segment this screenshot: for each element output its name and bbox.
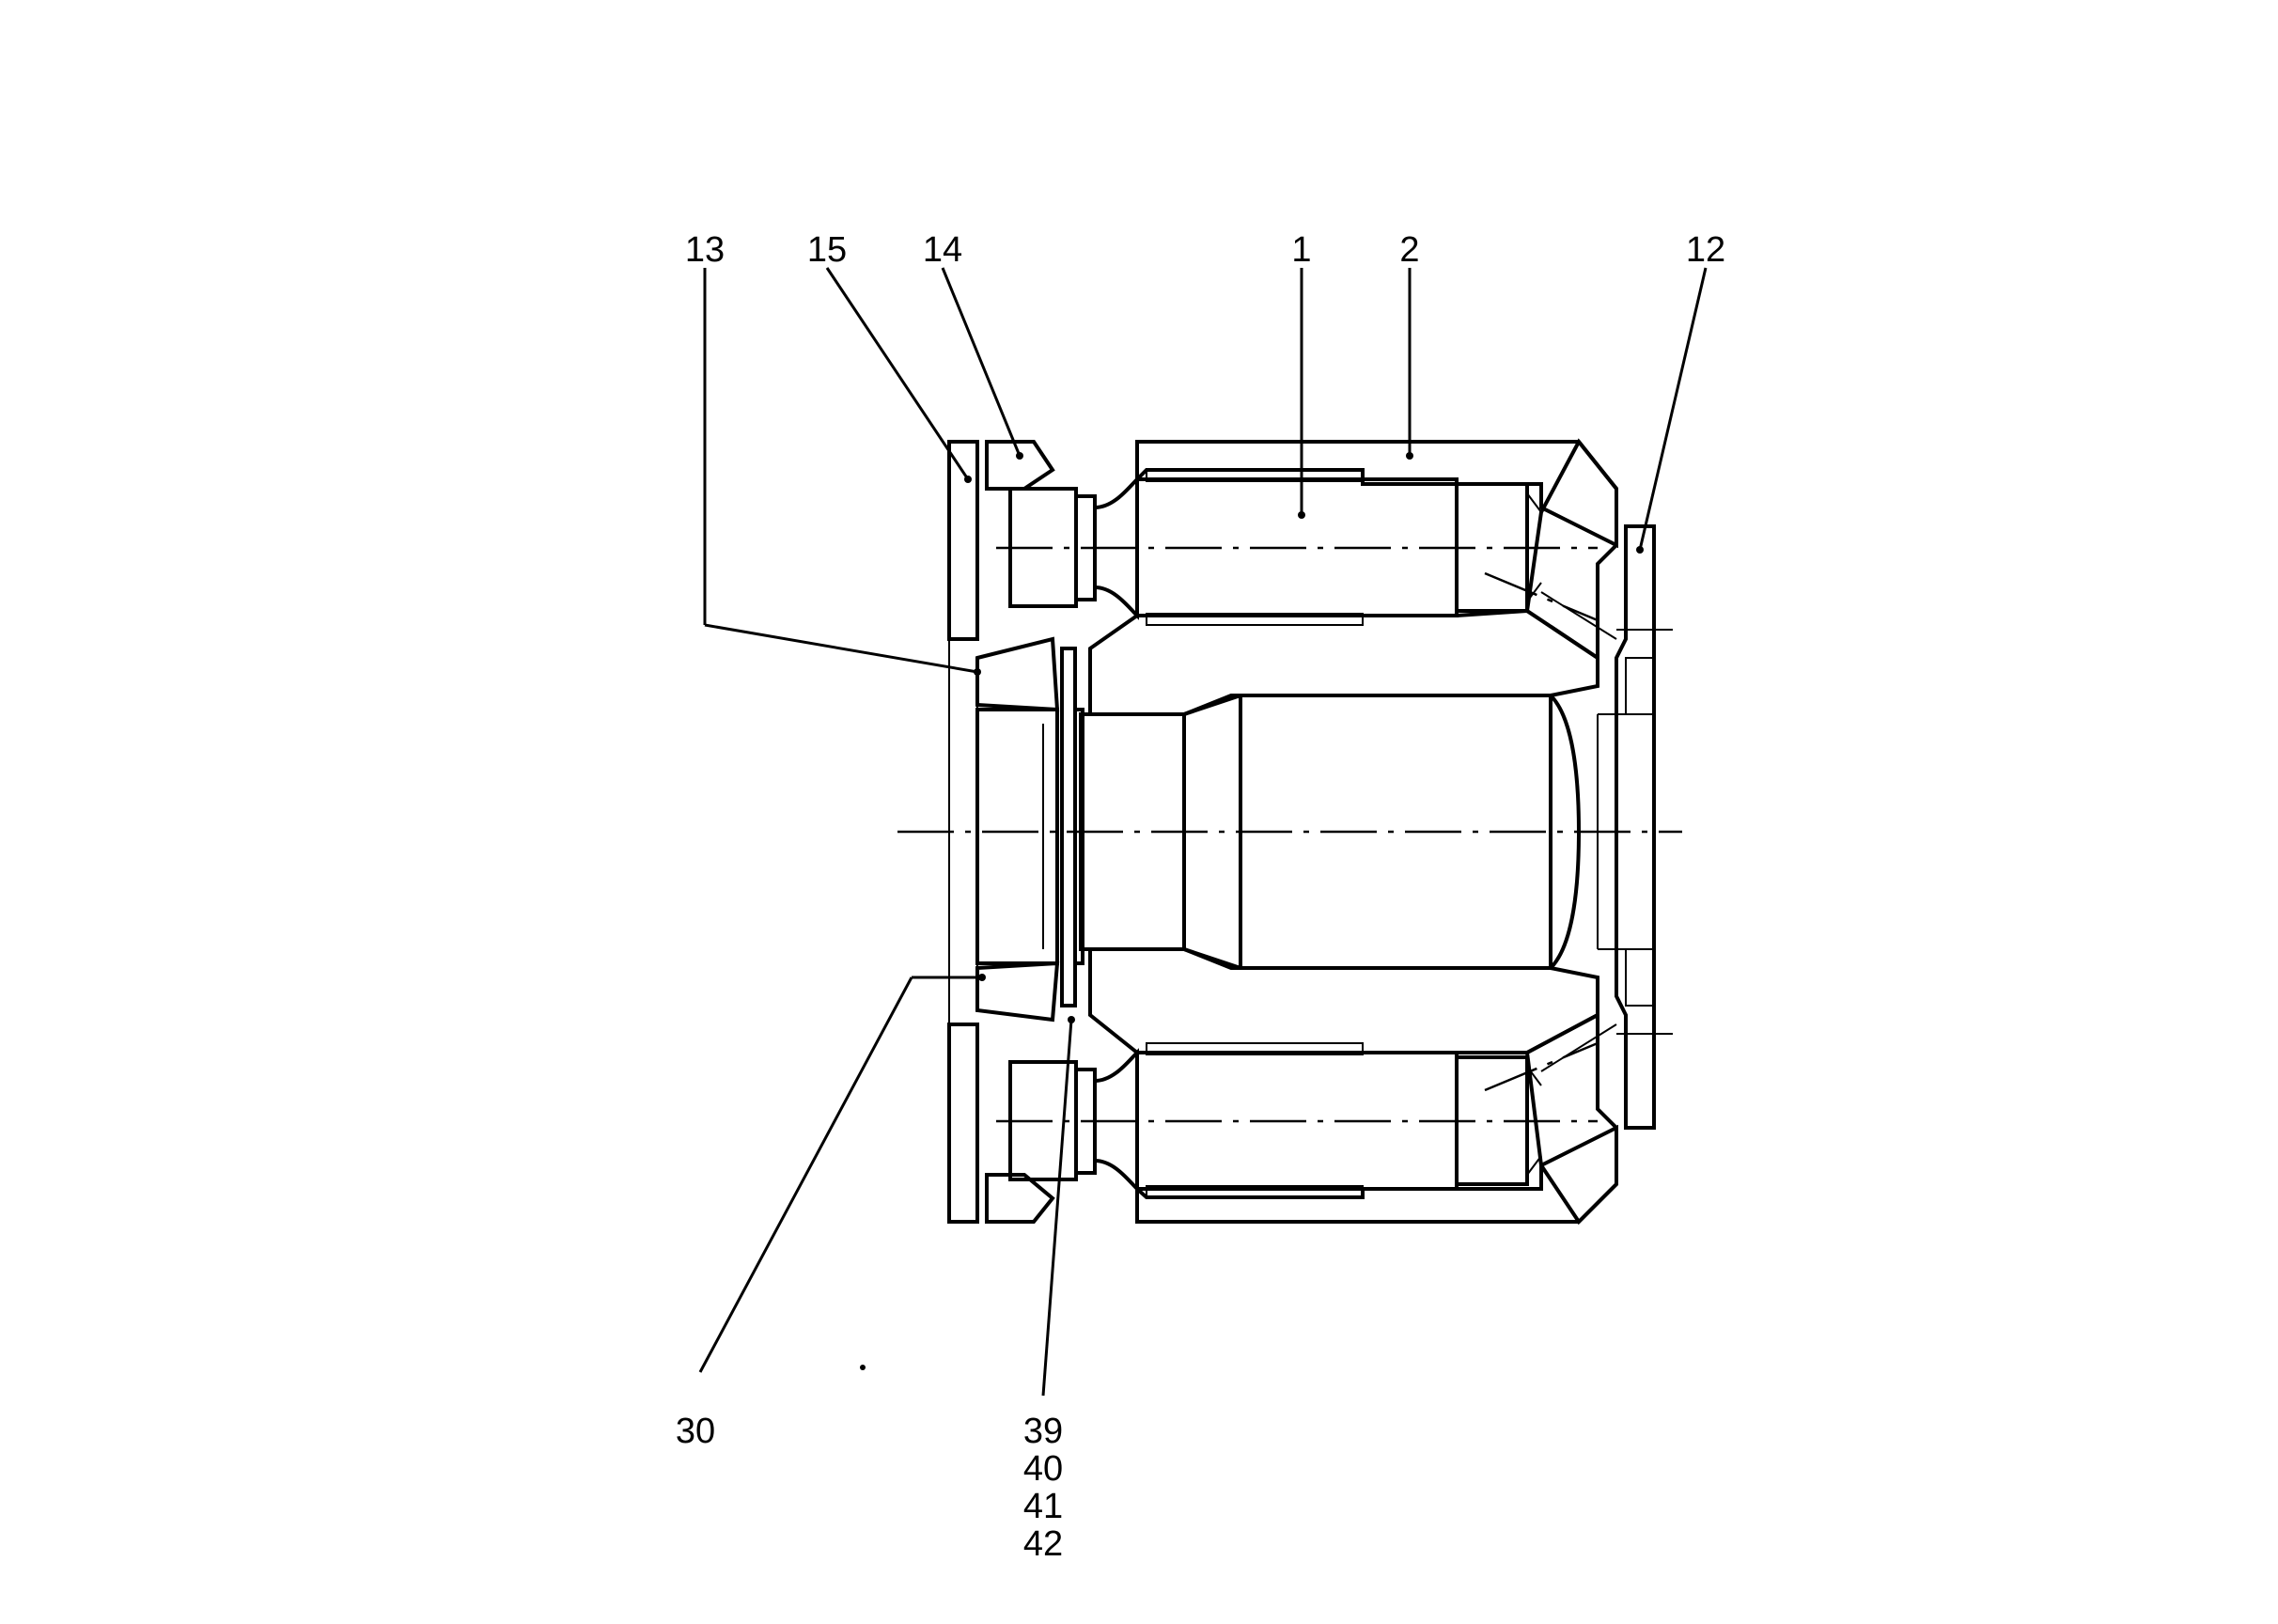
leader-lines [698,267,1708,1397]
leader-39 [1041,1019,1073,1397]
retainer-plate [985,440,1055,1224]
callout-14: 14 [923,230,962,270]
callout-15: 15 [807,230,847,270]
center-lines [897,546,1682,1123]
leader-12 [1638,267,1708,551]
leader-15 [825,267,970,480]
spherical-bushing [975,636,1060,1023]
callout-30: 30 [676,1412,715,1451]
callout-42: 42 [1023,1524,1063,1564]
callout-40: 40 [1023,1449,1063,1489]
callout-12: 12 [1686,230,1725,270]
leader-30 [698,976,913,1373]
callout-labels: 13 15 14 1 2 12 30 39 40 41 42 [676,230,1725,1564]
callout-41: 41 [1023,1487,1063,1526]
end-plate [1540,524,1673,1130]
leader-14 [941,267,1022,457]
callout-1: 1 [1291,230,1311,270]
leader-13b [704,623,978,674]
callout-2: 2 [1399,230,1419,270]
callout-13: 13 [685,230,725,270]
callout-39: 39 [1023,1412,1063,1451]
